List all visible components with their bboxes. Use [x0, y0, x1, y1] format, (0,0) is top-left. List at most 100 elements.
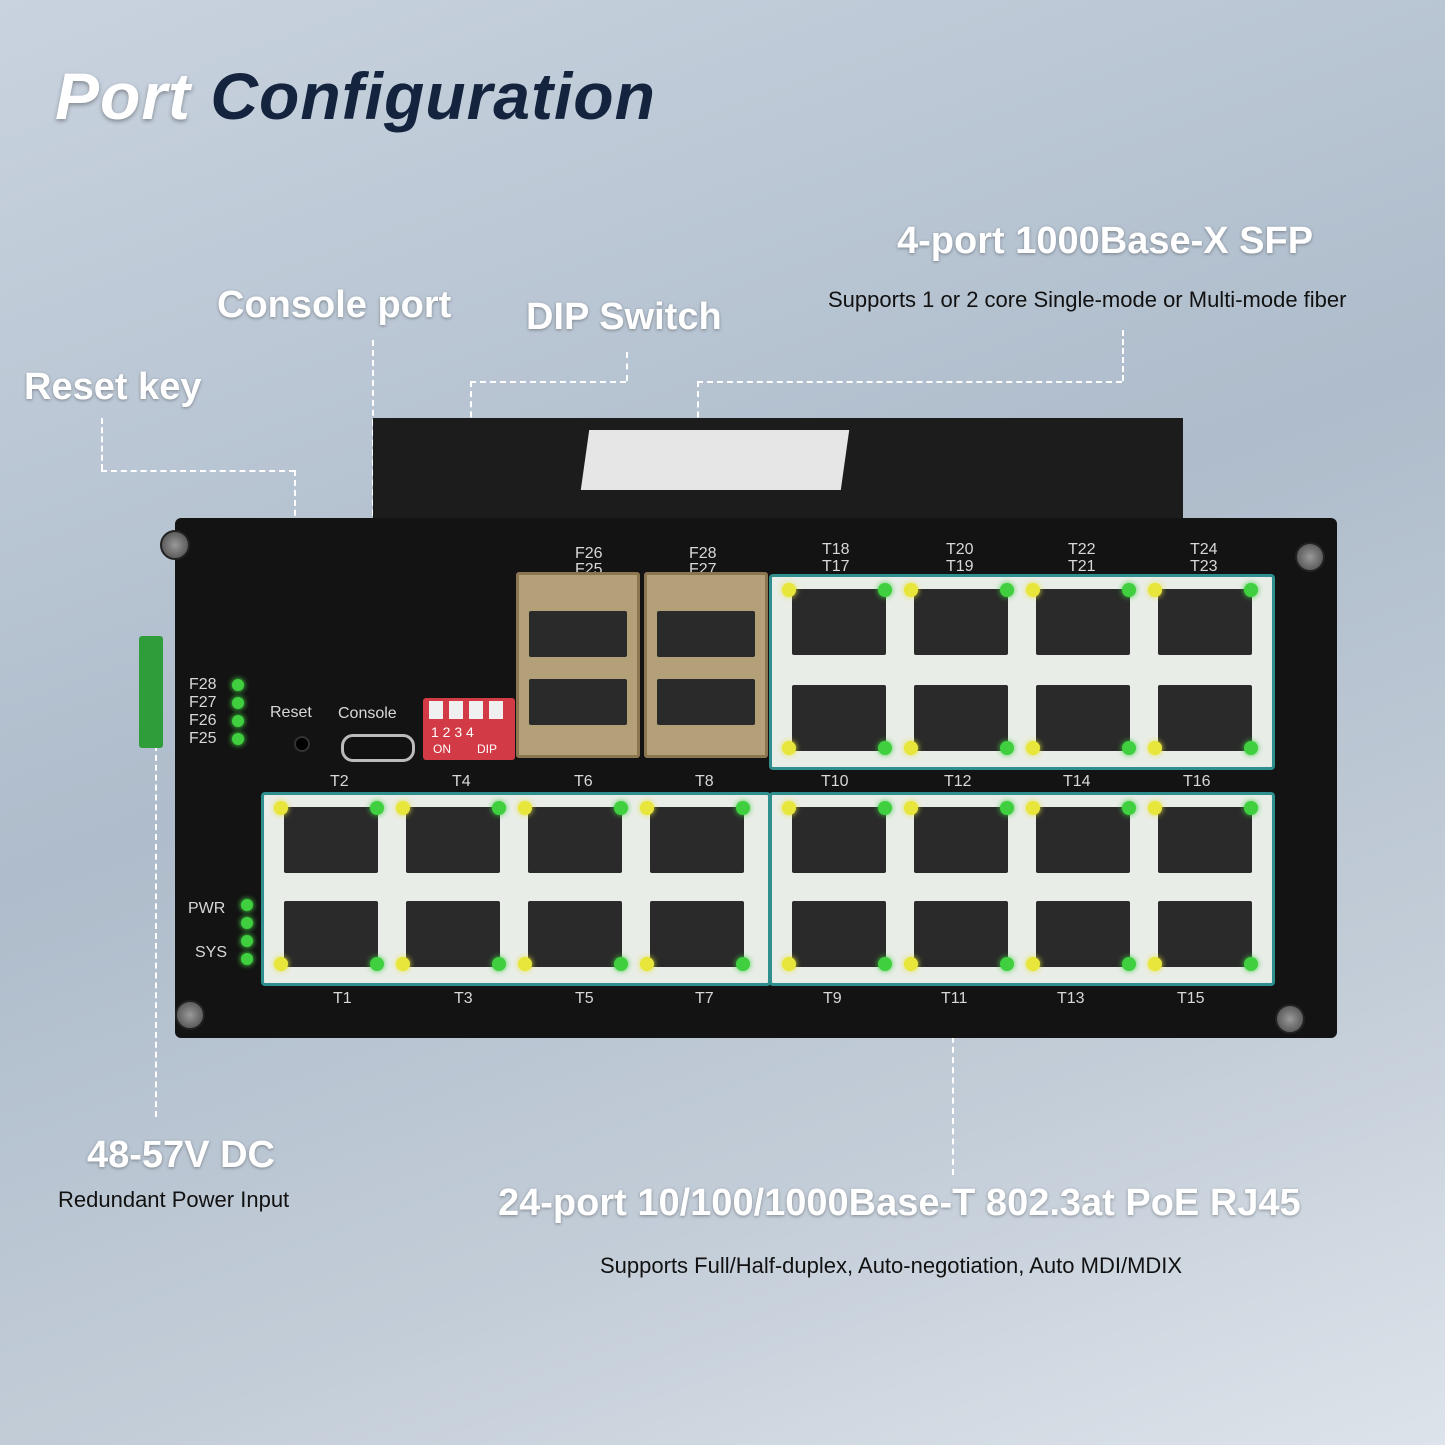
rj45-label: 24-port 10/100/1000Base-T 802.3at PoE RJ…	[498, 1182, 1301, 1224]
sfp-callout-line-b	[697, 381, 1122, 383]
port-led-indicator	[1026, 583, 1040, 597]
port-led-indicator	[1148, 583, 1162, 597]
rj45-port-t2[interactable]	[284, 807, 378, 873]
dip-switch[interactable]: 1 2 3 4 ON DIP	[423, 698, 515, 760]
port-led-indicator	[904, 583, 918, 597]
port-led-indicator	[518, 957, 532, 971]
rj45-port-t5[interactable]	[528, 901, 622, 967]
rj45-port-t20[interactable]	[914, 589, 1008, 655]
port-led-indicator	[492, 801, 506, 815]
port-led-indicator	[878, 957, 892, 971]
led-indicator	[241, 899, 253, 911]
rj45-port-t11[interactable]	[914, 901, 1008, 967]
port-led-indicator	[904, 741, 918, 755]
port-led-indicator	[640, 801, 654, 815]
port-led-indicator	[1000, 741, 1014, 755]
sfp-label: 4-port 1000Base-X SFP	[897, 220, 1314, 262]
port-label-t19: T19	[946, 558, 974, 575]
led-indicator	[232, 733, 244, 745]
rj45-port-t8[interactable]	[650, 807, 744, 873]
console-usb-c-port[interactable]	[341, 734, 415, 762]
port-led-indicator	[274, 801, 288, 815]
rj45-port-t1[interactable]	[284, 901, 378, 967]
port-led-indicator	[1000, 583, 1014, 597]
port-led-indicator	[1026, 801, 1040, 815]
led-label-f28: F28	[189, 676, 217, 693]
rj45-port-t13[interactable]	[1036, 901, 1130, 967]
sfp-port-f27[interactable]	[657, 679, 755, 725]
rj45-sublabel: Supports Full/Half-duplex, Auto-negotiat…	[600, 1253, 1183, 1278]
reset-callout-line-a	[101, 418, 103, 470]
sfp-port-f25[interactable]	[529, 679, 627, 725]
port-led-indicator	[614, 801, 628, 815]
port-led-indicator	[614, 957, 628, 971]
rj45-port-t12[interactable]	[914, 807, 1008, 873]
title-word-port: Port	[55, 59, 191, 133]
port-led-indicator	[396, 801, 410, 815]
port-led-indicator	[1244, 957, 1258, 971]
port-label-t15: T15	[1177, 990, 1205, 1007]
rj45-block-lower-right	[769, 792, 1275, 986]
led-label-f25: F25	[189, 730, 217, 747]
rj45-callout-line	[952, 935, 954, 1175]
rj45-port-t19[interactable]	[914, 685, 1008, 751]
led-indicator	[241, 953, 253, 965]
rj45-port-t14[interactable]	[1036, 807, 1130, 873]
sfp-sublabel: Supports 1 or 2 core Single-mode or Mult…	[828, 287, 1347, 312]
port-led-indicator	[1122, 801, 1136, 815]
port-label-t21: T21	[1068, 558, 1096, 575]
rj45-port-t10[interactable]	[792, 807, 886, 873]
port-led-indicator	[782, 801, 796, 815]
rj45-port-t22[interactable]	[1036, 589, 1130, 655]
port-label-t13: T13	[1057, 990, 1085, 1007]
sfp-label-f28: F28	[689, 545, 717, 562]
port-led-indicator	[396, 957, 410, 971]
port-led-indicator	[518, 801, 532, 815]
switch-device: F28 F27 F26 F25 PWR SYS Reset Console 1 …	[139, 418, 1340, 1040]
port-led-indicator	[782, 741, 796, 755]
led-indicator	[232, 679, 244, 691]
port-label-t12: T12	[944, 773, 972, 790]
power-terminal-block[interactable]	[139, 636, 163, 748]
rj45-port-t17[interactable]	[792, 685, 886, 751]
rj45-port-t9[interactable]	[792, 901, 886, 967]
port-label-t16: T16	[1183, 773, 1211, 790]
port-label-t11: T11	[941, 990, 968, 1007]
rj45-port-t18[interactable]	[792, 589, 886, 655]
product-sticker	[580, 430, 850, 490]
rj45-port-t21[interactable]	[1036, 685, 1130, 751]
rj45-port-t3[interactable]	[406, 901, 500, 967]
port-led-indicator	[878, 583, 892, 597]
port-label-t4: T4	[452, 773, 471, 790]
rj45-port-t7[interactable]	[650, 901, 744, 967]
port-label-t8: T8	[695, 773, 714, 790]
dip-dip-text: DIP	[477, 742, 498, 756]
rj45-port-t4[interactable]	[406, 807, 500, 873]
reset-text: Reset	[270, 704, 312, 721]
led-indicator	[232, 697, 244, 709]
port-label-t24: T24	[1190, 541, 1218, 558]
title-word-configuration: Configuration	[210, 59, 656, 133]
reset-callout-line-b	[101, 470, 295, 472]
dip-toggles	[429, 701, 509, 719]
rj45-port-t16[interactable]	[1158, 807, 1252, 873]
port-led-indicator	[492, 957, 506, 971]
reset-button[interactable]	[294, 736, 310, 752]
port-led-indicator	[1026, 957, 1040, 971]
sfp-port-f26[interactable]	[529, 611, 627, 657]
dip-switch-label: DIP Switch	[526, 296, 722, 338]
rj45-port-t24[interactable]	[1158, 589, 1252, 655]
sfp-port-f28[interactable]	[657, 611, 755, 657]
screw-icon	[1295, 542, 1325, 572]
port-led-indicator	[640, 957, 654, 971]
sfp-callout-line-a	[1122, 330, 1124, 381]
screw-icon	[160, 530, 190, 560]
rj45-port-t23[interactable]	[1158, 685, 1252, 751]
port-label-t14: T14	[1063, 773, 1091, 790]
sfp-label-f26: F26	[575, 545, 603, 562]
rj45-port-t6[interactable]	[528, 807, 622, 873]
port-led-indicator	[878, 801, 892, 815]
led-indicator	[241, 917, 253, 929]
rj45-port-t15[interactable]	[1158, 901, 1252, 967]
screw-icon	[1275, 1004, 1305, 1034]
